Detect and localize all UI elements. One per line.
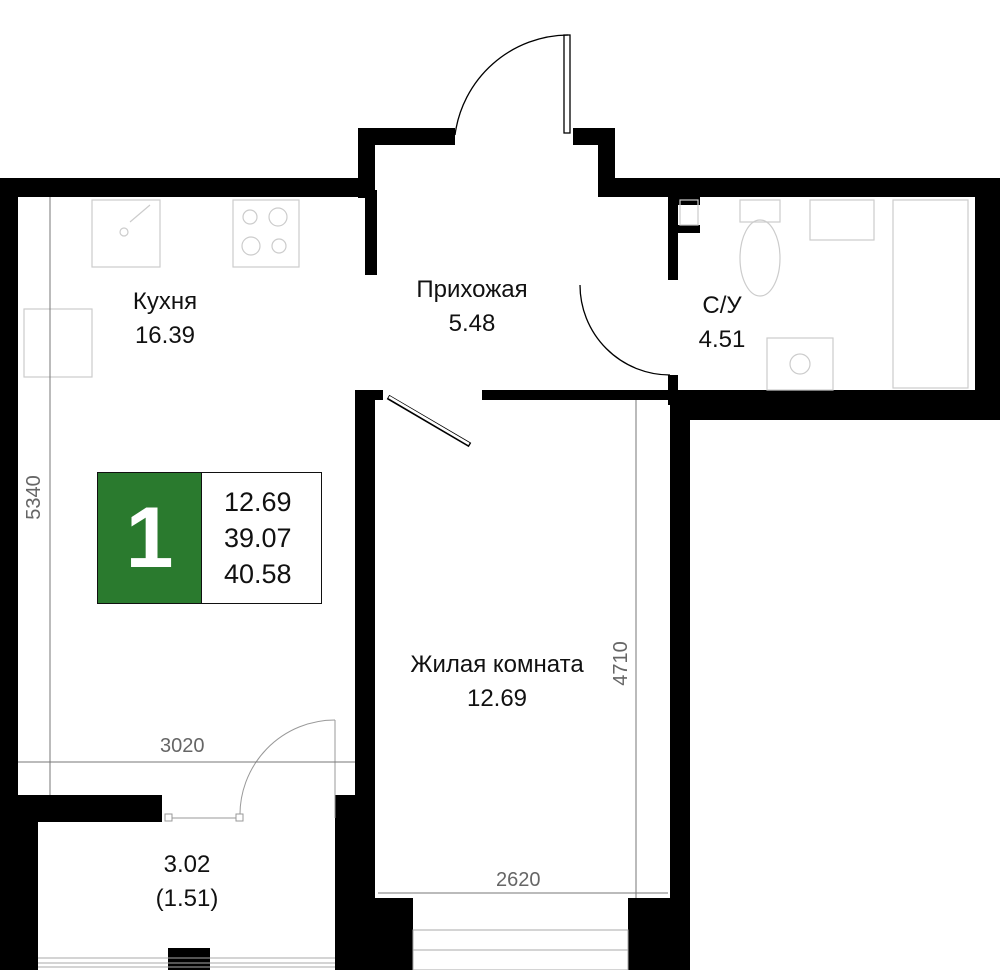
dim-living-width: 2620 — [496, 869, 541, 891]
hallway-label: Прихожая 5.48 — [416, 273, 527, 341]
living-name: Жилая комната — [410, 651, 584, 678]
living-area: 12.69 — [466, 685, 528, 712]
kitchen-name: Кухня — [132, 288, 198, 315]
dim-kitchen-length: 5340 — [22, 475, 45, 520]
kitchen-label: Кухня 16.39 — [133, 285, 197, 353]
fixtures — [23, 199, 969, 391]
kitchen-sink-icon — [91, 199, 161, 268]
rooms-count: 1 — [98, 473, 202, 603]
bathroom-label: С/У 4.51 — [699, 289, 746, 357]
kitchen-area: 16.39 — [134, 322, 196, 349]
bathtub-icon — [892, 199, 969, 389]
doors — [386, 34, 671, 448]
toilet-icon — [739, 199, 781, 223]
total-area-value: 39.07 — [224, 523, 292, 553]
walls — [0, 128, 1000, 970]
dim-kitchen-width: 3020 — [160, 735, 205, 757]
bathroom-area: 4.51 — [698, 326, 746, 353]
dim-living-length: 4710 — [609, 641, 632, 686]
hallway-name: Прихожая — [416, 276, 528, 303]
windows — [38, 929, 629, 970]
dimension-lines — [18, 197, 668, 898]
hob-icon — [23, 308, 93, 378]
balcony-area-reduced: (1.51) — [155, 885, 219, 912]
washing-machine-icon — [766, 337, 834, 391]
living-label: Жилая комната 12.69 — [410, 648, 583, 716]
balcony-door — [164, 719, 336, 822]
stove-icon — [232, 199, 300, 268]
washbasin-icon — [809, 199, 875, 241]
apartment-info-box: 1 12.69 39.07 40.58 — [97, 472, 322, 604]
balcony-label: 3.02 (1.51) — [156, 848, 219, 916]
hallway-area: 5.48 — [448, 310, 496, 337]
bathroom-name: С/У — [702, 292, 742, 319]
total-area-with-balcony-value: 40.58 — [224, 559, 292, 589]
living-area-value: 12.69 — [224, 487, 292, 517]
balcony-area: 3.02 — [163, 851, 211, 878]
